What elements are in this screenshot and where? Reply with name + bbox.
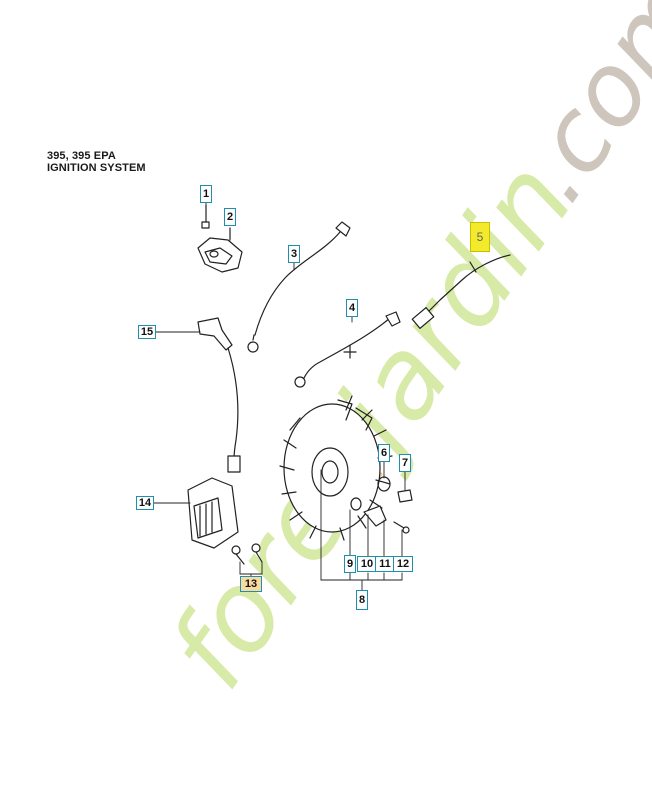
part-2-bracket — [197, 227, 243, 273]
callout-14[interactable]: 14 — [136, 496, 154, 510]
part-3-wire — [247, 221, 351, 353]
callout-8[interactable]: 8 — [356, 590, 368, 610]
callout-9[interactable]: 9 — [344, 555, 356, 573]
callout-2[interactable]: 2 — [224, 208, 236, 226]
flywheel — [279, 395, 393, 541]
callout-6[interactable]: 6 — [378, 444, 390, 462]
part-14-module — [187, 477, 263, 565]
part-1-screw — [201, 204, 210, 229]
callout-1[interactable]: 1 — [200, 185, 212, 203]
callout-15[interactable]: 15 — [138, 325, 156, 339]
callout-3[interactable]: 3 — [288, 245, 300, 263]
part-5-wire — [411, 254, 511, 329]
section-title: IGNITION SYSTEM — [47, 162, 146, 174]
callout-4[interactable]: 4 — [346, 299, 358, 317]
callout-13[interactable]: 13 — [240, 576, 262, 592]
callout-5[interactable]: 5 — [470, 222, 490, 252]
part-4-wire — [294, 311, 401, 388]
model-title: 395, 395 EPA — [47, 150, 116, 162]
part-15-lead — [197, 317, 241, 473]
callout-11[interactable]: 11 — [375, 556, 395, 572]
callout-7[interactable]: 7 — [399, 454, 411, 472]
callout-10[interactable]: 10 — [357, 556, 377, 572]
small-hardware — [350, 476, 413, 534]
callout-12[interactable]: 12 — [393, 556, 413, 572]
